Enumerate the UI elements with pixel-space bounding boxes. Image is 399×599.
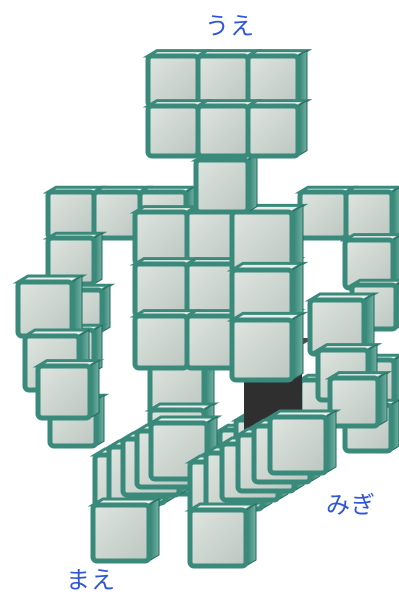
torso-cube <box>232 313 303 380</box>
cube-front-face <box>300 192 346 238</box>
right-foot-cube <box>270 411 336 473</box>
cube-front-face <box>148 106 198 156</box>
label-front: まえ <box>66 560 116 595</box>
left-hand-cube <box>18 276 82 336</box>
cube-front-face <box>196 160 248 212</box>
neck-cube <box>196 155 257 212</box>
cube-front-face <box>198 56 248 106</box>
cube-front-face <box>270 417 326 473</box>
shoulder-cube-right <box>346 187 399 238</box>
head-cube <box>248 101 307 156</box>
cube-front-face <box>135 212 187 264</box>
cube-front-face <box>135 264 187 316</box>
cube-front-face <box>232 320 292 380</box>
right-foot-cube <box>190 504 256 566</box>
cube-front-face <box>190 510 246 566</box>
left-foot-cube <box>93 499 159 561</box>
label-right: みぎ <box>326 485 376 520</box>
cube-front-face <box>18 282 72 336</box>
head-cube <box>248 51 307 106</box>
cube-front-face <box>48 192 94 238</box>
cube-front-face <box>93 505 149 561</box>
cube-front-face <box>135 316 187 368</box>
label-up: うえ <box>205 6 255 41</box>
cube-front-face <box>346 192 392 238</box>
cube-front-face <box>148 56 198 106</box>
cube-front-face <box>330 378 378 426</box>
cube-front-face <box>248 56 298 106</box>
left-hand-cube <box>38 361 99 418</box>
right-hand-cube <box>330 373 387 426</box>
cube-front-face <box>248 106 298 156</box>
cube-front-face <box>38 366 90 418</box>
cube-front-face <box>198 106 248 156</box>
